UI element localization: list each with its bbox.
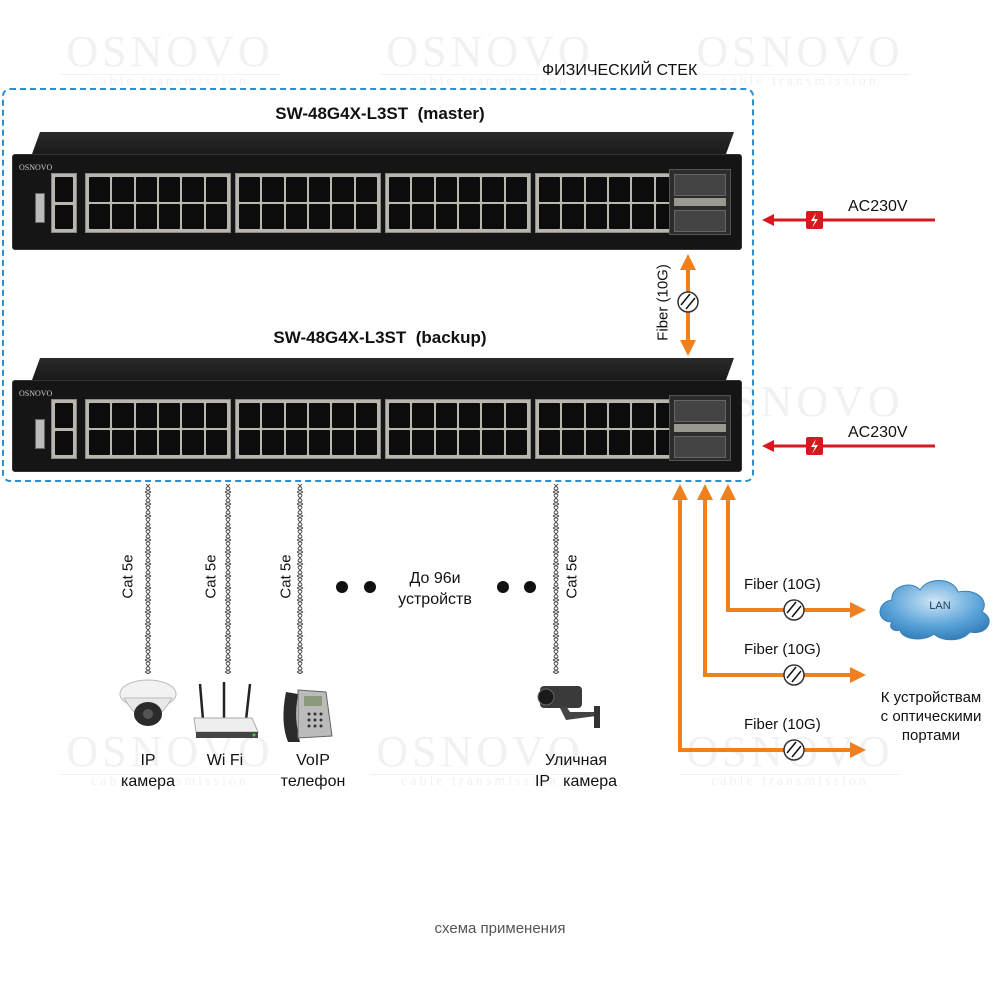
fiber-symbol-icon — [783, 599, 805, 621]
device-label-street-camera: Уличная IP камера — [534, 752, 618, 790]
power-input-backup — [762, 437, 935, 455]
rj45-port-group — [85, 173, 231, 233]
device-label-wifi: Wi Fi — [206, 752, 244, 769]
rj45-port-group — [385, 173, 531, 233]
rj45-port-group — [385, 399, 531, 459]
switch-brand: OSNOVO — [19, 163, 53, 172]
power-input-master — [762, 211, 935, 229]
ellipsis-dots — [336, 581, 536, 593]
fiber-uplink-label: Fiber (10G) — [744, 576, 821, 593]
switch-front-panel: OSNOVO — [12, 380, 742, 472]
optical-devices-label: К устройствам с оптическими портами — [880, 689, 982, 744]
usb-port — [35, 419, 45, 449]
bullet-camera-icon — [537, 686, 600, 728]
lan-label: LAN — [929, 600, 951, 612]
voip-phone-icon — [283, 689, 333, 742]
dome-camera-icon — [119, 679, 177, 726]
fiber-uplink-lan — [720, 484, 866, 621]
rj45-port-group — [535, 399, 681, 459]
device-count-line1: До 96и — [409, 570, 461, 587]
fiber-uplink-label: Fiber (10G) — [744, 641, 821, 658]
fiber-uplink-label: Fiber (10G) — [744, 716, 821, 733]
device-count-label: До 96и устройств — [380, 568, 490, 610]
switch-brand: OSNOVO — [19, 389, 53, 398]
rj45-port-group — [535, 173, 681, 233]
fiber-uplink-optical-2 — [672, 484, 866, 761]
device-label-ip-camera: IP камера — [121, 752, 175, 790]
sfp-plus-ports — [669, 395, 731, 461]
cat5e-cable — [552, 484, 560, 674]
switch-backup: OSNOVO — [12, 358, 742, 472]
cable-label: Cat 5e — [202, 554, 220, 599]
switch-backup-title: SW-48G4X-L3ST (backup) — [273, 328, 487, 347]
rj45-port-group — [85, 399, 231, 459]
switch-master: OSNOVO — [12, 132, 742, 250]
stack-title: ФИЗИЧЕСКИЙ СТЕК — [542, 62, 698, 79]
cable-label: Cat 5e — [277, 554, 295, 599]
cat5e-cable — [224, 484, 232, 674]
diagram-caption: схема применения — [434, 920, 566, 937]
stack-frame — [2, 88, 754, 482]
stack-link-label: Fiber (10G) — [654, 264, 672, 341]
console-ports — [51, 399, 77, 459]
power-label-backup: AC230V — [848, 424, 908, 441]
rj45-port-group — [235, 399, 381, 459]
wifi-router-icon — [193, 682, 259, 738]
sfp-plus-ports — [669, 169, 731, 235]
fiber-symbol-icon — [783, 739, 805, 761]
switch-front-panel: OSNOVO — [12, 154, 742, 250]
fiber-symbol-icon — [677, 291, 699, 313]
device-label-voip-phone: VoIP телефон — [280, 752, 346, 790]
console-ports — [51, 173, 77, 233]
lan-cloud-icon — [879, 580, 990, 641]
stack-fiber-link — [677, 254, 699, 356]
cable-label: Cat 5e — [119, 554, 137, 599]
cat5e-cable — [297, 484, 305, 674]
rj45-port-group — [235, 173, 381, 233]
cable-label: Cat 5e — [563, 554, 581, 599]
cat5e-cable — [144, 484, 152, 674]
usb-port — [35, 193, 45, 223]
power-label-master: AC230V — [848, 198, 908, 215]
fiber-symbol-icon — [783, 664, 805, 686]
device-count-line2: устройств — [398, 591, 472, 608]
switch-master-title: SW-48G4X-L3ST (master) — [275, 104, 485, 123]
